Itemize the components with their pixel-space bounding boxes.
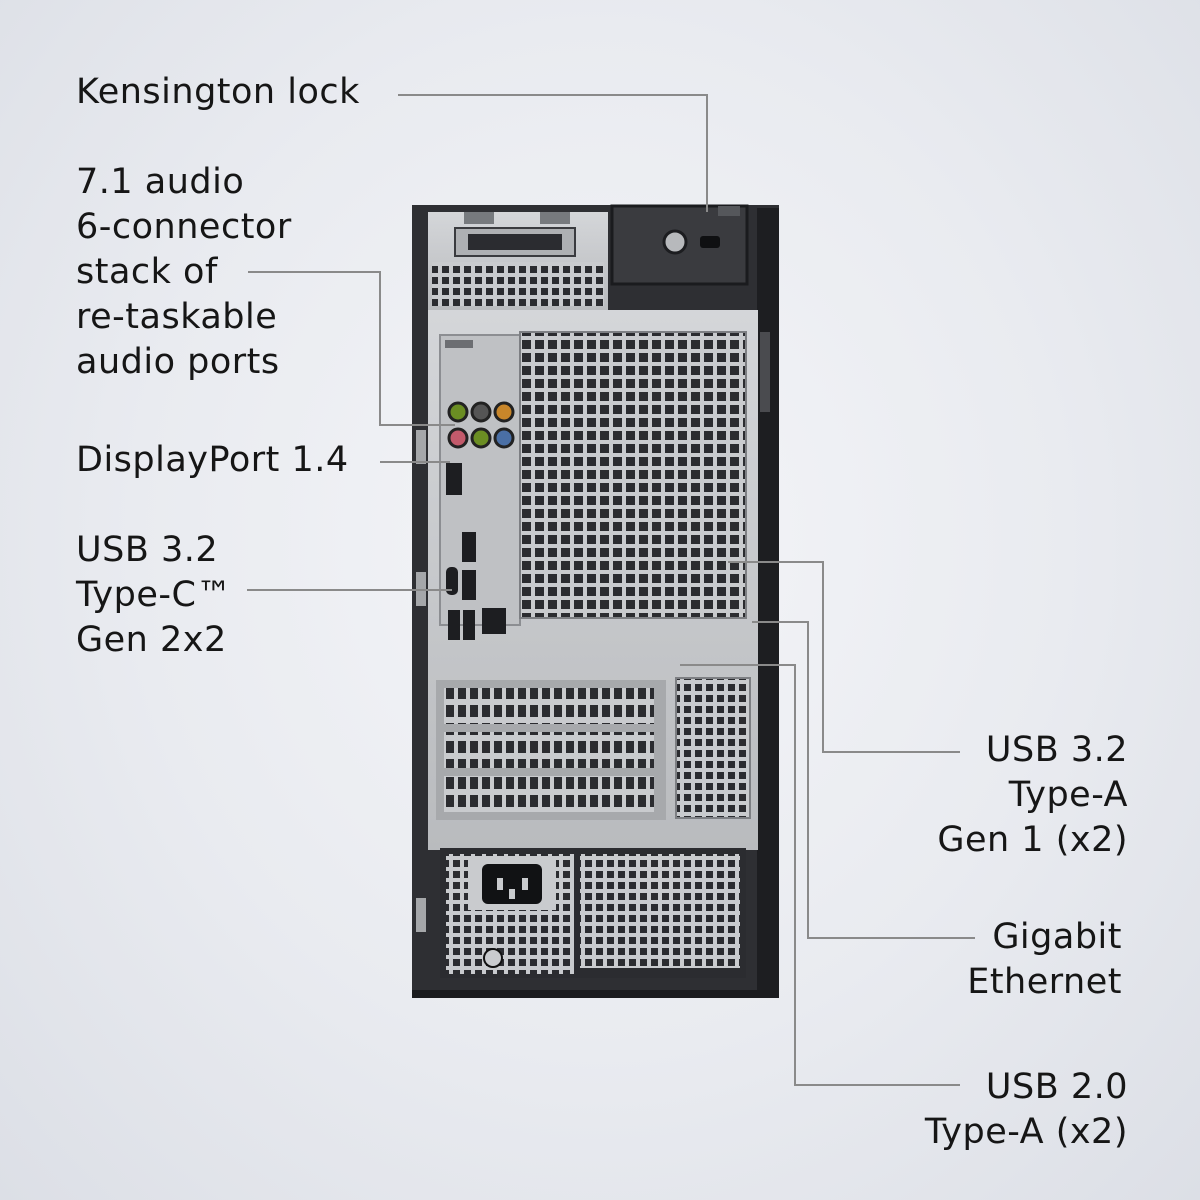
- audio-stack-label: 7.1 audio 6-connector stack of re-taskab…: [76, 160, 292, 385]
- ethernet-leader-line: [752, 621, 975, 939]
- usb-c-label-line-2: Type-C™: [76, 575, 232, 615]
- displayport-label: DisplayPort 1.4: [76, 438, 349, 483]
- fan-grille: [519, 331, 747, 619]
- usb-a-gen1-label-line-1: USB 3.2: [985, 730, 1128, 770]
- ethernet-port[interactable]: [482, 608, 506, 634]
- top-vent-area: [428, 212, 608, 310]
- usb-a-gen1-label: USB 3.2 Type-A Gen 1 (x2): [937, 728, 1128, 863]
- kensington-lock-module: [610, 204, 749, 286]
- audio-stack-label-line-1: 7.1 audio: [76, 162, 245, 202]
- usb-2-label: USB 2.0 Type-A (x2): [925, 1065, 1128, 1155]
- usb-a-gen1-label-line-3: Gen 1 (x2): [937, 820, 1128, 860]
- audio-stack-label-line-3: stack of: [76, 252, 218, 292]
- usb-c-label: USB 3.2 Type-C™ Gen 2x2: [76, 528, 232, 663]
- audio-stack-label-line-2: 6-connector: [76, 207, 292, 247]
- displayport-connector[interactable]: [446, 463, 462, 495]
- audio-stack-label-line-5: audio ports: [76, 342, 280, 382]
- usb-2-leader-line: [680, 664, 960, 1086]
- usb-a-gen1-leader-line: [728, 561, 960, 753]
- ethernet-label-line-1: Gigabit: [992, 917, 1122, 957]
- usb-2-0-ports[interactable]: [448, 610, 475, 640]
- kensington-lock-label: Kensington lock: [76, 70, 360, 115]
- usb-c-port[interactable]: [446, 567, 458, 595]
- ethernet-label: Gigabit Ethernet: [967, 915, 1122, 1005]
- kensington-leader-line: [398, 94, 708, 212]
- usb-2-label-line-1: USB 2.0: [985, 1067, 1128, 1107]
- displayport-label-line-1: DisplayPort 1.4: [76, 440, 349, 480]
- power-supply: [440, 848, 746, 978]
- ethernet-label-line-2: Ethernet: [967, 962, 1122, 1002]
- audio-port-stack[interactable]: [447, 401, 515, 449]
- usb-a-gen1-label-line-2: Type-A: [1008, 775, 1128, 815]
- usb-3-2-type-a-ports[interactable]: [462, 532, 476, 600]
- expansion-slots: [436, 677, 751, 820]
- audio-stack-label-line-4: re-taskable: [76, 297, 278, 337]
- usb-c-label-line-3: Gen 2x2: [76, 620, 227, 660]
- audio-leader-line: [248, 271, 455, 426]
- kensington-lock-label-line-1: Kensington lock: [76, 72, 360, 112]
- usb-c-label-line-1: USB 3.2: [76, 530, 219, 570]
- usb-2-label-line-2: Type-A (x2): [924, 1112, 1128, 1152]
